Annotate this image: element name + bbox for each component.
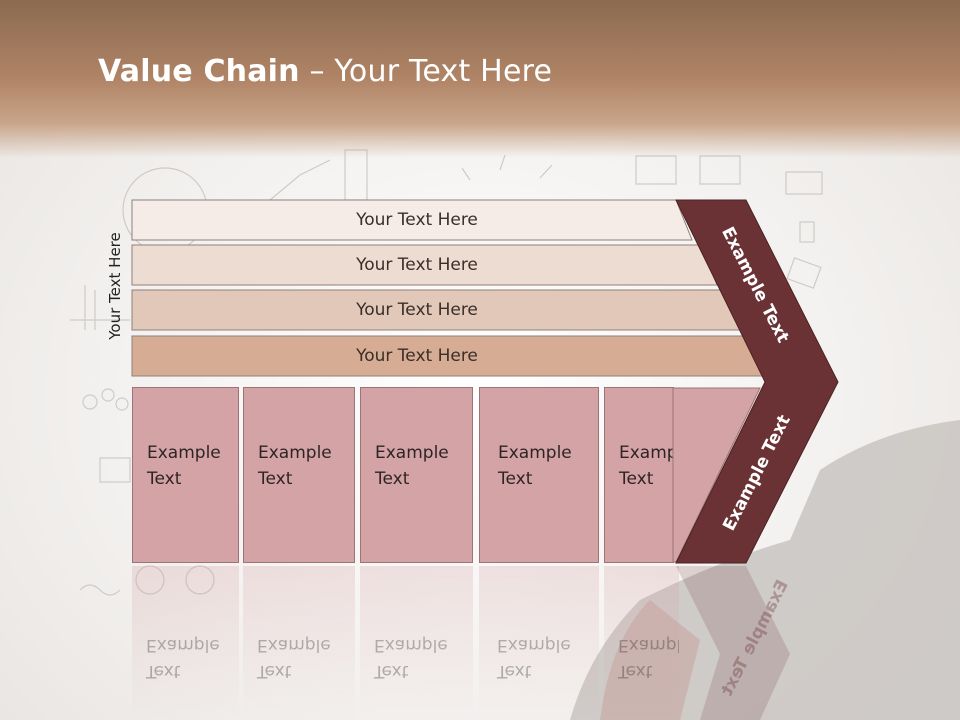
- row-1: Your Text Here: [131, 199, 693, 241]
- column-2-line1: Example: [258, 443, 332, 463]
- column-4-line2: Text: [498, 469, 533, 489]
- row-4-label: Your Text Here: [356, 346, 478, 366]
- page-title: Value Chain – Your Text Here: [98, 54, 553, 89]
- column-3-line2: Text: [375, 469, 410, 489]
- column-4-line1: Example: [498, 443, 572, 463]
- column-5-line2: Text: [619, 469, 654, 489]
- row-4: Your Text Here: [131, 335, 765, 377]
- column-1-line1: Example: [147, 443, 221, 463]
- column-1-line2: Text: [147, 469, 182, 489]
- column-3-line1: Example: [375, 443, 449, 463]
- row-1-label: Your Text Here: [356, 210, 478, 230]
- row-2: Your Text Here: [131, 244, 718, 286]
- row-2-label: Your Text Here: [356, 255, 478, 275]
- row-3-label: Your Text Here: [356, 300, 478, 320]
- header-band: [0, 0, 960, 158]
- column-2-line2: Text: [258, 469, 293, 489]
- row-3: Your Text Here: [131, 289, 743, 331]
